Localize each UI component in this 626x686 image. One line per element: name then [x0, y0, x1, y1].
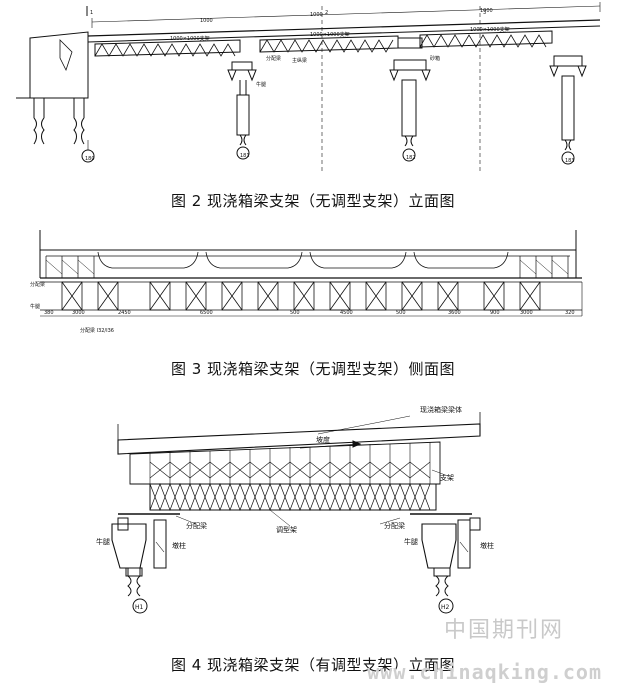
callout-label: 墩柱: [480, 541, 494, 550]
truss-label: 1000×1000支架: [170, 35, 210, 42]
pier-number: 182: [406, 155, 416, 161]
dim-label: 1000: [480, 8, 493, 14]
truss-label: 1000×1000支架: [310, 31, 350, 38]
dim-label: 3000: [520, 310, 533, 316]
callout-label: 牛腿: [96, 537, 110, 546]
pier-marker: [438, 598, 454, 614]
callout-label: 支架: [440, 473, 454, 482]
figure-4-caption: 图 4 现浇箱梁支架（有调型支架）立面图: [170, 656, 456, 674]
bailey-beam: [149, 483, 437, 511]
callout-label: 分配梁: [30, 281, 45, 288]
callout-label: 调型架: [276, 525, 297, 534]
callout-label: 坡度: [316, 435, 330, 444]
abutment: [29, 31, 89, 99]
dim-label: 500: [396, 310, 406, 316]
callout-label: 分配梁: [266, 55, 281, 62]
pier-marker: [561, 151, 575, 165]
pier-number: 180: [85, 156, 95, 162]
pier-marker: [132, 598, 148, 614]
section-mark: 2: [325, 10, 328, 16]
callout-label: 分配梁: [384, 521, 405, 530]
figure-3: 分配梁 牛腿 分配梁 I32/I36 380 3000 2450 6500 50…: [0, 222, 626, 342]
figure-4: 现浇箱梁梁体 坡度 支架 调型架 分配梁 分配梁 牛腿 牛腿 墩柱 墩柱 H1 …: [0, 392, 626, 642]
figure-2-caption: 图 2 现浇箱梁支架（无调型支架）立面图: [170, 192, 456, 210]
section-mark: 3: [483, 10, 486, 16]
callout-label: 分配梁: [186, 521, 207, 530]
pier-number: 181: [240, 153, 250, 159]
truss-label: 1000×1000支架: [470, 26, 510, 33]
pier-marker: [402, 148, 416, 162]
callout-label: 砂箱: [430, 55, 440, 62]
callout-label: 牛腿: [256, 81, 266, 88]
figure-4-drawing: 现浇箱梁梁体 坡度 支架 调型架 分配梁 分配梁 牛腿 牛腿 墩柱 墩柱 H1 …: [96, 405, 494, 614]
pier-number: 183: [565, 158, 575, 164]
pier-number: H2: [441, 604, 450, 611]
dim-label: 320: [565, 310, 575, 316]
deck-top: [87, 19, 601, 37]
figure-3-drawing: 分配梁 牛腿 分配梁 I32/I36 380 3000 2450 6500 50…: [30, 230, 583, 334]
pier-number: H1: [135, 604, 144, 611]
dim-label: 1000: [310, 12, 323, 18]
figure-3-caption: 图 3 现浇箱梁支架（无调型支架）侧面图: [170, 360, 456, 378]
dim-label: 1000: [200, 18, 213, 24]
callout-label: 墩柱: [172, 541, 186, 550]
figure-2: 1000×1000支架 1000×1000支架 1000×1000支架 1000…: [0, 0, 626, 180]
figure-2-drawing: 1000×1000支架 1000×1000支架 1000×1000支架 1000…: [16, 2, 601, 172]
box-girder: [117, 423, 481, 455]
dim-label: 2450: [118, 310, 131, 316]
callout-label: 主纵梁: [292, 57, 307, 64]
dim-label: 3600: [448, 310, 461, 316]
dim-label: 6500: [200, 310, 213, 316]
dim-label: 380: [44, 310, 54, 316]
callout-label: 分配梁 I32/I36: [80, 327, 114, 334]
dim-label: 500: [290, 310, 300, 316]
dim-label: 4500: [340, 310, 353, 316]
pier-marker: [236, 146, 250, 160]
watermark-cn: 中国期刊网: [443, 618, 564, 643]
section-mark: 1: [90, 10, 93, 16]
callout-label: 牛腿: [404, 537, 418, 546]
watermark-url: www.chinaqking.com: [367, 660, 602, 684]
callout-label: 牛腿: [30, 303, 40, 310]
dim-label: 3000: [72, 310, 85, 316]
callout-label: 现浇箱梁梁体: [420, 405, 462, 414]
dim-label: 900: [490, 310, 500, 316]
